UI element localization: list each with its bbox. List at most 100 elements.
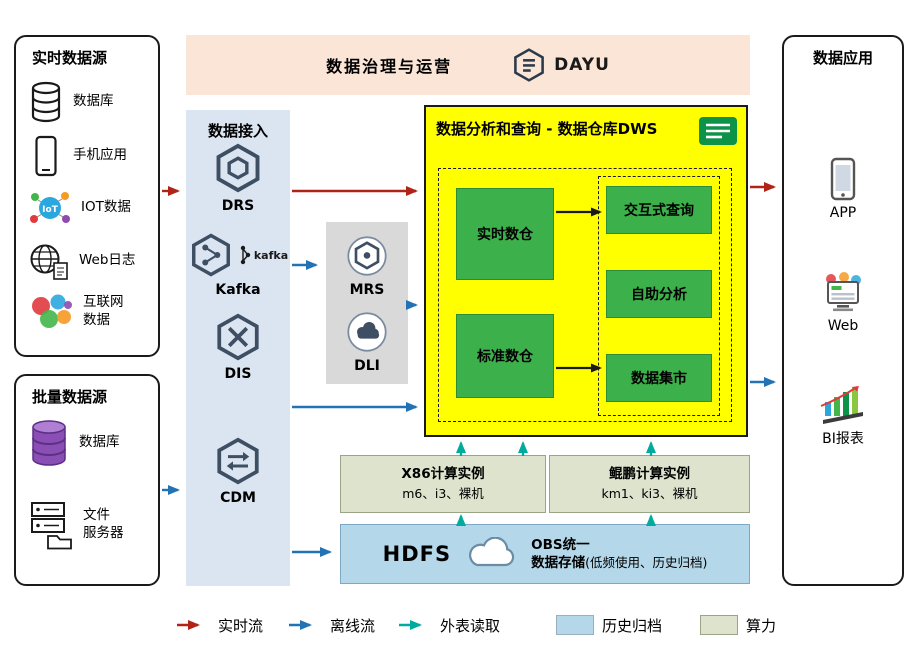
dayu-logo: DAYU: [512, 47, 610, 83]
obs-storage-text: OBS统一 数据存储(低频使用、历史归档): [531, 536, 707, 572]
node-label: DLI: [354, 358, 380, 374]
dli-icon: [347, 312, 387, 352]
kafka-logo-icon: [240, 245, 251, 265]
source-label: IOT数据: [81, 199, 131, 216]
storage-bar: HDFS OBS统一 数据存储(低频使用、历史归档): [340, 524, 750, 584]
node-label: MRS: [349, 282, 385, 298]
source-label: Web日志: [79, 252, 136, 269]
kafka-icon-row: kafka: [188, 232, 288, 278]
x86-compute-title: X86计算实例: [401, 466, 485, 483]
legend-label: 外表读取: [440, 616, 501, 635]
source-item-file-server: 文件 服务器: [28, 500, 158, 550]
source-label: 数据库: [73, 93, 114, 110]
dws-doc-icon: [699, 117, 737, 145]
bi-report-icon: [820, 386, 863, 424]
obs-line2-text: 数据存储: [531, 555, 586, 571]
batch-database-icon: [32, 420, 66, 466]
dws-title: 数据分析和查询 - 数据仓库DWS: [436, 120, 658, 138]
internet-data-icon: [32, 294, 72, 328]
source-item-iot: IoT IOT数据: [28, 189, 158, 227]
legend-label: 离线流: [330, 616, 376, 635]
service-data-mart: 数据集市: [606, 354, 712, 402]
source-label: 文件 服务器: [83, 507, 124, 541]
applications-title: 数据应用: [812, 49, 873, 67]
dws-services-dashed-box: [598, 176, 720, 416]
node-label: Kafka: [215, 282, 261, 298]
dws-inner-dashed-box: [438, 168, 732, 422]
legend-label: 实时流: [218, 616, 264, 635]
blue-swatch: [556, 615, 594, 635]
svg-text:IoT: IoT: [42, 205, 59, 215]
kafka-wordmark: kafka: [253, 248, 289, 262]
source-item-internet: 互联网 数据: [28, 293, 158, 331]
kunpeng-compute-subtitle: km1、ki3、裸机: [601, 485, 698, 501]
drs-icon: [216, 143, 260, 193]
dayu-label: DAYU: [554, 55, 610, 75]
node-dli: DLI: [326, 310, 408, 374]
node-cdm: CDM: [186, 436, 290, 506]
kafka-icon: [191, 233, 230, 277]
node-label: APP: [829, 205, 857, 221]
legend-history-archive: 历史归档: [556, 612, 662, 638]
legend-compute-power: 算力: [700, 612, 776, 638]
x86-compute-subtitle: m6、i3、裸机: [402, 485, 484, 501]
database-icon: [31, 81, 61, 123]
service-interactive-query: 交互式查询: [606, 186, 712, 234]
dws-header: 数据分析和查询 - 数据仓库DWS: [426, 107, 746, 146]
middleware-panel: MRS DLI: [326, 222, 408, 384]
node-app: APP: [784, 157, 902, 221]
warehouse-realtime: 实时数仓: [456, 188, 554, 280]
obs-note: (低频使用、历史归档): [585, 555, 708, 570]
web-icon: [826, 272, 861, 312]
node-bi-report: BI报表: [784, 382, 902, 448]
source-label: 数据库: [79, 434, 120, 451]
node-dis: DIS: [186, 312, 290, 382]
legend-label: 算力: [746, 616, 777, 635]
node-label: DRS: [221, 198, 255, 214]
obs-line1: OBS统一: [531, 536, 590, 553]
legend-realtime-flow: 实时流: [176, 612, 263, 638]
warehouse-standard: 标准数仓: [456, 314, 554, 398]
mobile-icon: [35, 135, 57, 177]
node-mrs: MRS: [326, 234, 408, 298]
ingestion-panel: 数据接入 DRS: [186, 110, 290, 586]
ingestion-title: 数据接入: [207, 122, 268, 140]
governance-banner: 数据治理与运营 DAYU: [186, 35, 750, 95]
realtime-sources-panel: 实时数据源 数据库 手机应用 IoT: [14, 35, 160, 357]
batch-sources-title: 批量数据源: [32, 388, 108, 406]
source-label: 互联网 数据: [83, 294, 124, 328]
olive-swatch: [700, 615, 738, 635]
source-item-mobile: 手机应用: [28, 135, 158, 177]
node-label: CDM: [220, 490, 256, 506]
cdm-icon: [217, 437, 259, 485]
iot-icon: IoT: [30, 192, 70, 223]
legend-offline-flow: 离线流: [288, 612, 375, 638]
realtime-sources-title: 实时数据源: [32, 49, 108, 67]
x86-compute-box: X86计算实例 m6、i3、裸机: [340, 455, 546, 513]
source-item-database: 数据库: [28, 81, 158, 123]
teal-arrow-icon: [399, 620, 422, 630]
blue-arrow-icon: [289, 620, 312, 630]
batch-sources-panel: 批量数据源 数据库 文件 服务器: [14, 374, 160, 586]
service-self-analysis: 自助分析: [606, 270, 712, 318]
obs-line2: 数据存储(低频使用、历史归档): [531, 554, 707, 572]
governance-title: 数据治理与运营: [326, 57, 453, 76]
web-log-icon: [30, 244, 68, 280]
legend-external-read: 外表读取: [398, 612, 500, 638]
legend-label: 历史归档: [602, 616, 663, 635]
obs-cloud-icon: [469, 537, 515, 567]
source-item-weblog: Web日志: [28, 241, 158, 281]
node-kafka: kafka Kafka: [186, 232, 290, 298]
mrs-icon: [347, 236, 387, 276]
source-label: 手机应用: [73, 147, 127, 164]
app-icon: [830, 157, 856, 201]
red-arrow-icon: [177, 620, 200, 630]
node-label: Web: [827, 318, 859, 334]
kunpeng-compute-box: 鲲鹏计算实例 km1、ki3、裸机: [549, 455, 750, 513]
dis-icon: [217, 313, 259, 361]
dayu-icon: [514, 48, 544, 82]
node-label: BI报表: [822, 431, 864, 447]
hdfs-label: HDFS: [382, 542, 452, 566]
node-web: Web: [784, 272, 902, 334]
